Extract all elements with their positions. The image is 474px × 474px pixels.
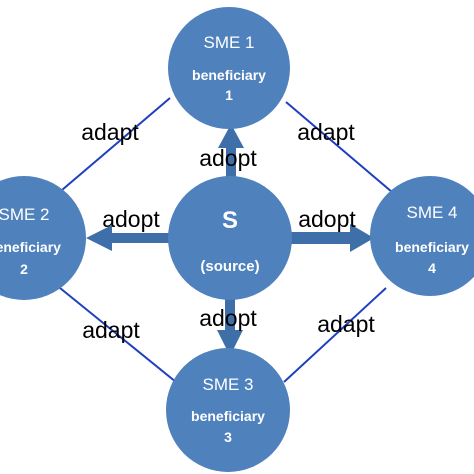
node-sme-4: SME 4 beneficiary 4 xyxy=(370,176,474,296)
node-sme-3: SME 3 beneficiary 3 xyxy=(166,348,290,472)
label-adopt-top: adopt xyxy=(199,145,257,171)
node-sme-1-title: SME 1 xyxy=(203,33,254,52)
node-sme-1: SME 1 beneficiary 1 xyxy=(168,7,290,129)
node-sme-1-line1: beneficiary xyxy=(192,67,266,83)
node-sme-2-line2: 2 xyxy=(20,261,28,277)
node-source: S (source) xyxy=(168,176,292,300)
connector-lines xyxy=(59,97,393,383)
node-sme-3-line1: beneficiary xyxy=(191,408,265,424)
connector-top-left xyxy=(61,97,171,191)
node-sme-4-circle xyxy=(370,176,474,296)
connector-bottom-right xyxy=(283,287,387,383)
node-sme-2-circle xyxy=(0,176,86,300)
node-sme-1-circle xyxy=(168,7,290,129)
node-sme-3-line2: 3 xyxy=(224,429,232,445)
node-sme-2-line1: beneficiary xyxy=(0,239,61,255)
node-sme-4-line1: beneficiary xyxy=(395,239,469,255)
arrow-left xyxy=(86,225,170,251)
node-sme-3-circle xyxy=(166,348,290,472)
arrow-down xyxy=(217,296,243,356)
label-adapt-bottom-left: adapt xyxy=(82,317,140,343)
node-source-subtitle: (source) xyxy=(200,258,259,275)
node-sme-1-line2: 1 xyxy=(225,87,233,103)
label-adopt-left: adopt xyxy=(102,206,160,232)
edge-labels: adopt adopt adopt adopt adapt adapt adap… xyxy=(81,119,375,343)
arrow-up xyxy=(218,124,244,180)
label-adopt-bottom: adopt xyxy=(199,305,257,331)
node-sme-2-title: SME 2 xyxy=(0,205,50,224)
label-adopt-right: adopt xyxy=(298,206,356,232)
label-adapt-top-right: adapt xyxy=(297,119,355,145)
node-source-circle xyxy=(168,176,292,300)
connector-bottom-left xyxy=(59,287,177,383)
node-sme-4-line2: 4 xyxy=(428,260,436,276)
label-adapt-bottom-right: adapt xyxy=(317,311,375,337)
node-sme-3-title: SME 3 xyxy=(202,375,253,394)
node-source-title: S xyxy=(222,207,238,234)
arrow-right xyxy=(290,224,374,252)
label-adapt-top-left: adapt xyxy=(81,119,139,145)
connector-top-right xyxy=(285,101,393,193)
adopt-arrows xyxy=(86,124,374,356)
node-sme-2: SME 2 beneficiary 2 xyxy=(0,176,86,300)
node-sme-4-title: SME 4 xyxy=(406,203,457,222)
